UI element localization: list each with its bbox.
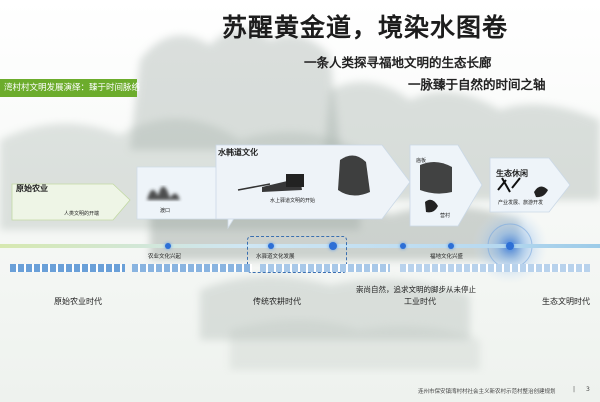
era-panel-title-1: 原始农业	[16, 183, 48, 193]
timeline-event-3: 福地文化兴盛	[430, 254, 464, 260]
section-label: 湾村村文明发展演绎：臻于时间脉络	[4, 83, 141, 93]
timeline-dot-6	[506, 242, 514, 250]
timeline-event-1: 农业文化兴起	[148, 254, 182, 260]
era-name-2: 传统农耕时代	[253, 297, 301, 306]
era-panel-caption-3: 营村	[440, 213, 451, 219]
timeline-dot-5	[448, 243, 454, 249]
page-title: 苏醒黄金道，境染水图卷	[222, 13, 509, 42]
ferry-caption: 渡口	[160, 208, 171, 214]
era-panel-caption-4: 产业发展、旅游开发	[498, 200, 544, 206]
era-panel-caption-2: 水上驿道文明的开始	[270, 198, 316, 204]
quote-text: 崇尚自然，追求文明的脚步从未停止	[356, 285, 476, 294]
era-name-4: 生态文明时代	[542, 297, 590, 306]
footer-text: 连州市保安镇湾村村社会主义新农村示范村整治创建规划	[418, 389, 556, 395]
era-stripe-bar	[10, 264, 590, 272]
subtitle-line-2: 一脉臻于自然的时间之轴	[408, 77, 546, 92]
subtitle-line-1: 一条人类探寻福地文明的生态长廊	[304, 55, 492, 70]
highlight-box	[247, 236, 347, 273]
timeline-line	[0, 244, 600, 248]
era-panel-caption-1: 人类文明的开端	[64, 211, 100, 217]
era-panel-title-2: 水韩道文化	[218, 147, 258, 157]
section-label-bar: 湾村村文明发展演绎：臻于时间脉络	[0, 79, 141, 97]
page-number: 3	[586, 386, 590, 393]
timeline-event-2: 水驿道文化发展	[256, 254, 295, 260]
era-name-3: 工业时代	[404, 297, 436, 306]
era-name-1: 原始农业时代	[54, 297, 102, 306]
timeline-dot-2	[268, 243, 274, 249]
era-panel-title-3: 庙板	[416, 158, 427, 164]
timeline-dot-3	[329, 242, 337, 250]
timeline-dot-1	[165, 243, 171, 249]
footer-separator: |	[573, 386, 576, 393]
era-panel-title-4: 生态休闲	[496, 168, 528, 178]
timeline-dot-4	[400, 243, 406, 249]
